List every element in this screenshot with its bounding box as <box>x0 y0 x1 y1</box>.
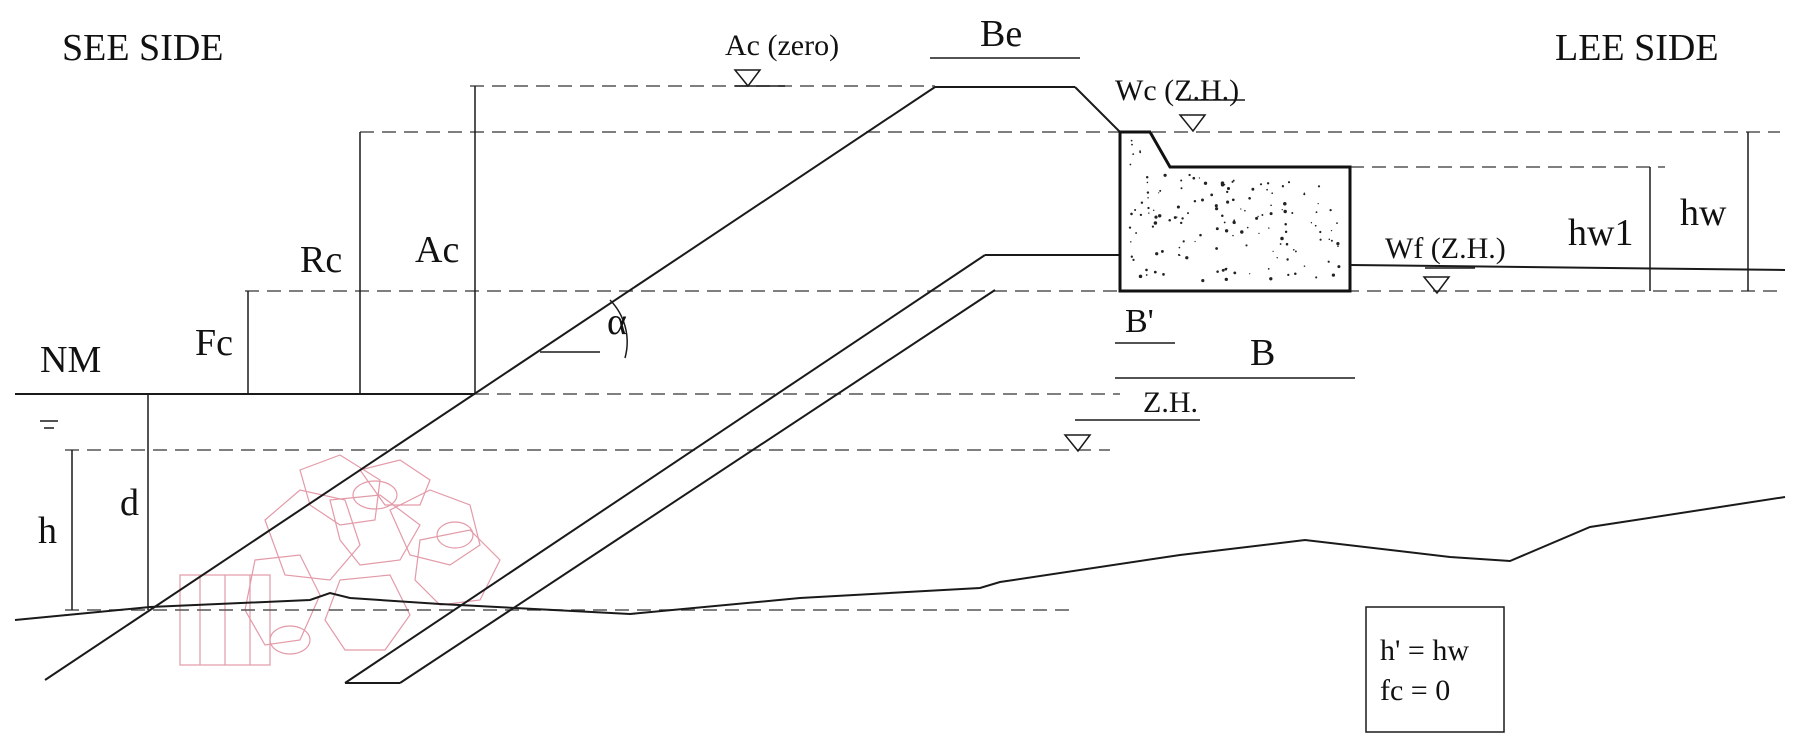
wf-label: Wf (Z.H.) <box>1385 232 1506 265</box>
zh-label: Z.H. <box>1143 386 1198 419</box>
crown-wall <box>1118 130 1352 293</box>
hw-label: hw <box>1680 192 1727 234</box>
b-label: B <box>1250 332 1275 374</box>
alpha-label: α <box>607 301 627 343</box>
ac-label: Ac <box>415 229 459 271</box>
armour-slope <box>44 86 1121 681</box>
ac-zero-label: Ac (zero) <box>725 29 839 62</box>
h-label: h <box>38 510 57 552</box>
d-label: d <box>120 482 139 524</box>
dimension-lines <box>71 57 1749 610</box>
fc-label: Fc <box>195 322 233 364</box>
legend-line-2: fc = 0 <box>1380 674 1450 707</box>
hw1-label: hw1 <box>1568 212 1633 254</box>
nm-label: NM <box>40 339 101 381</box>
concrete-texture <box>1128 139 1341 283</box>
lee-water-line <box>1349 264 1786 271</box>
lee-side-label: LEE SIDE <box>1555 27 1719 69</box>
rc-label: Rc <box>300 239 342 281</box>
b-prime-label: B' <box>1125 303 1154 340</box>
legend-box <box>1365 606 1505 733</box>
filter-layer <box>344 254 1120 684</box>
see-side-label: SEE SIDE <box>62 27 224 69</box>
armour-units-sketch <box>179 454 501 666</box>
be-label: Be <box>980 13 1022 55</box>
reference-dashed-lines <box>65 85 1780 611</box>
seabed-line <box>14 496 1786 621</box>
wc-label: Wc (Z.H.) <box>1115 74 1239 107</box>
level-markers <box>40 69 1475 453</box>
legend-line-1: h' = hw <box>1380 634 1469 667</box>
